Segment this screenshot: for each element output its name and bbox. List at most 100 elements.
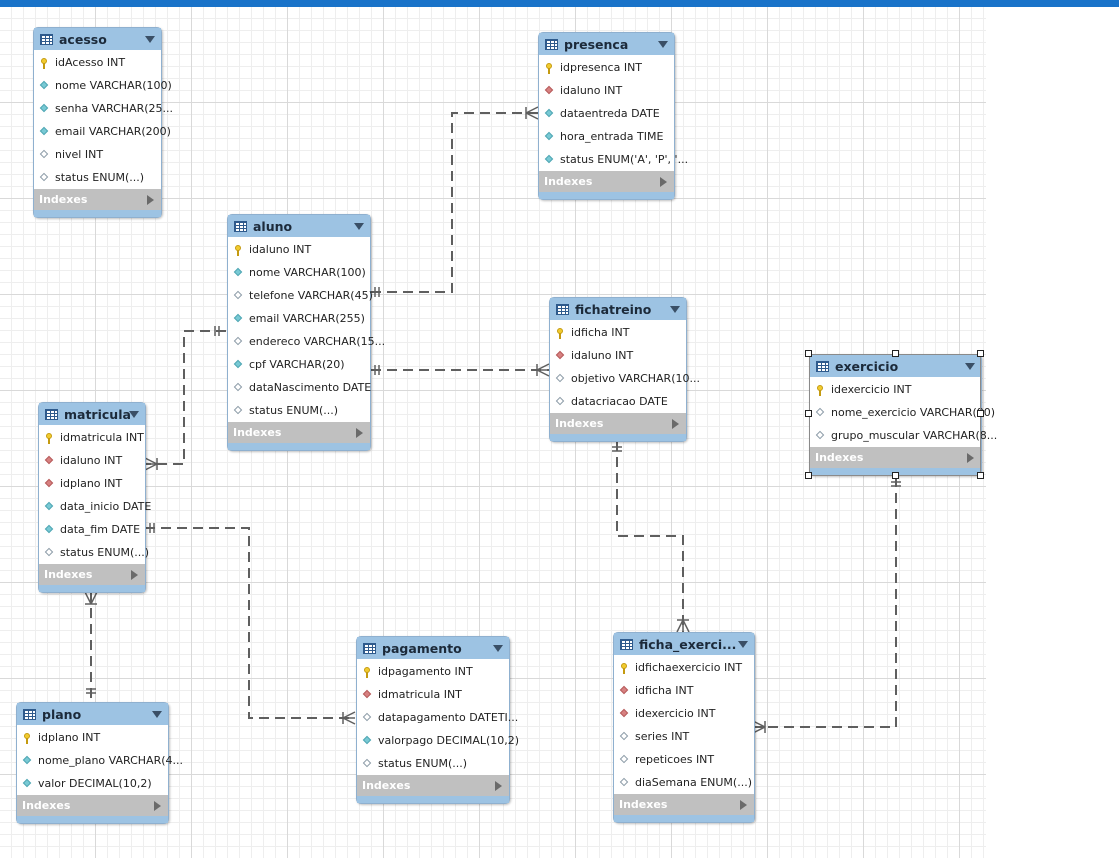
indexes-section[interactable]: Indexes <box>228 422 370 443</box>
collapse-arrow-icon[interactable] <box>670 306 680 313</box>
resize-handle[interactable] <box>892 350 899 357</box>
column-row[interactable]: valorpago DECIMAL(10,2) <box>357 729 519 752</box>
resize-handle[interactable] <box>977 350 984 357</box>
indexes-section[interactable]: Indexes <box>34 189 161 210</box>
column-row[interactable]: idaluno INT <box>39 449 145 472</box>
collapse-arrow-icon[interactable] <box>129 411 139 418</box>
column-row[interactable]: idmatricula INT <box>357 683 509 706</box>
column-row[interactable]: cpf VARCHAR(20) <box>228 353 370 376</box>
expand-arrow-icon[interactable] <box>660 177 667 187</box>
column-row[interactable]: status ENUM(...) <box>39 541 149 564</box>
column-row[interactable]: idexercicio INT <box>810 378 981 401</box>
column-row[interactable]: idpagamento INT <box>357 660 509 683</box>
column-row[interactable]: idpresenca INT <box>539 56 674 79</box>
indexes-section[interactable]: Indexes <box>550 413 686 434</box>
column-row[interactable]: status ENUM(...) <box>34 166 161 189</box>
table-header[interactable]: plano <box>17 703 168 725</box>
column-row[interactable]: nome_exercicio VARCHAR(80) <box>810 401 995 424</box>
expand-arrow-icon[interactable] <box>154 801 161 811</box>
collapse-arrow-icon[interactable] <box>152 711 162 718</box>
expand-arrow-icon[interactable] <box>495 781 502 791</box>
collapse-arrow-icon[interactable] <box>145 36 155 43</box>
column-row[interactable]: idexercicio INT <box>614 702 754 725</box>
collapse-arrow-icon[interactable] <box>354 223 364 230</box>
column-row[interactable]: idplano INT <box>17 726 168 749</box>
column-row[interactable]: email VARCHAR(200) <box>34 120 171 143</box>
column-row[interactable]: valor DECIMAL(10,2) <box>17 772 168 795</box>
column-row[interactable]: hora_entrada TIME <box>539 125 674 148</box>
column-row[interactable]: nome VARCHAR(100) <box>34 74 172 97</box>
column-row[interactable]: status ENUM('A', 'P', '... <box>539 148 688 171</box>
indexes-section[interactable]: Indexes <box>357 775 509 796</box>
primary-key-icon <box>39 57 50 69</box>
column-row[interactable]: idfichaexercicio INT <box>614 656 754 679</box>
column-row[interactable]: data_fim DATE <box>39 518 145 541</box>
column-row[interactable]: email VARCHAR(255) <box>228 307 370 330</box>
column-row[interactable]: repeticoes INT <box>614 748 754 771</box>
collapse-arrow-icon[interactable] <box>493 645 503 652</box>
column-row[interactable]: datapagamento DATETI... <box>357 706 518 729</box>
resize-handle[interactable] <box>805 472 812 479</box>
column-row[interactable]: idaluno INT <box>228 238 370 261</box>
table-header[interactable]: presenca <box>539 33 674 55</box>
expand-arrow-icon[interactable] <box>740 800 747 810</box>
expand-arrow-icon[interactable] <box>672 419 679 429</box>
column-row[interactable]: nome VARCHAR(100) <box>228 261 370 284</box>
expand-arrow-icon[interactable] <box>147 195 154 205</box>
column-row[interactable]: idficha INT <box>614 679 754 702</box>
column-row[interactable]: idplano INT <box>39 472 145 495</box>
column-row[interactable]: status ENUM(...) <box>357 752 509 775</box>
column-row[interactable]: dataNascimento DATE <box>228 376 371 399</box>
table-header[interactable]: ficha_exerci... <box>614 633 754 655</box>
column-row[interactable]: telefone VARCHAR(45) <box>228 284 373 307</box>
collapse-arrow-icon[interactable] <box>965 363 975 370</box>
column-row[interactable]: status ENUM(...) <box>228 399 370 422</box>
column-row[interactable]: nome_plano VARCHAR(4... <box>17 749 183 772</box>
column-row[interactable]: datacriacao DATE <box>550 390 686 413</box>
expand-arrow-icon[interactable] <box>356 428 363 438</box>
table-header[interactable]: matricula <box>39 403 145 425</box>
column-row[interactable]: grupo_muscular VARCHAR(8... <box>810 424 997 447</box>
resize-handle[interactable] <box>892 472 899 479</box>
column-row[interactable]: series INT <box>614 725 754 748</box>
table-header[interactable]: exercicio <box>810 355 981 377</box>
indexes-section[interactable]: Indexes <box>39 564 145 585</box>
indexes-section[interactable]: Indexes <box>614 794 754 815</box>
column-row[interactable]: idmatricula INT <box>39 426 145 449</box>
column-row[interactable]: senha VARCHAR(25... <box>34 97 173 120</box>
column-row[interactable]: idAcesso INT <box>34 51 161 74</box>
column-row[interactable]: idaluno INT <box>550 344 686 367</box>
column-row[interactable]: diaSemana ENUM(...) <box>614 771 754 794</box>
column-row[interactable]: data_inicio DATE <box>39 495 151 518</box>
indexes-section[interactable]: Indexes <box>810 447 981 468</box>
column-row[interactable]: idaluno INT <box>539 79 674 102</box>
expand-arrow-icon[interactable] <box>131 570 138 580</box>
indexes-section[interactable]: Indexes <box>17 795 168 816</box>
table-header[interactable]: fichatreino <box>550 298 686 320</box>
table-header[interactable]: aluno <box>228 215 370 237</box>
column-row[interactable]: nivel INT <box>34 143 161 166</box>
resize-handle[interactable] <box>977 472 984 479</box>
resize-handle[interactable] <box>805 410 812 417</box>
column-row[interactable]: idficha INT <box>550 321 686 344</box>
table-header[interactable]: pagamento <box>357 637 509 659</box>
indexes-section[interactable]: Indexes <box>539 171 674 192</box>
column-row[interactable]: objetivo VARCHAR(10... <box>550 367 700 390</box>
resize-handle[interactable] <box>805 350 812 357</box>
expand-arrow-icon[interactable] <box>967 453 974 463</box>
collapse-arrow-icon[interactable] <box>658 41 668 48</box>
table-header[interactable]: acesso <box>34 28 161 50</box>
column-row[interactable]: dataentreda DATE <box>539 102 674 125</box>
resize-handle[interactable] <box>977 410 984 417</box>
collapse-arrow-icon[interactable] <box>738 641 748 648</box>
column-row[interactable]: endereco VARCHAR(15... <box>228 330 385 353</box>
